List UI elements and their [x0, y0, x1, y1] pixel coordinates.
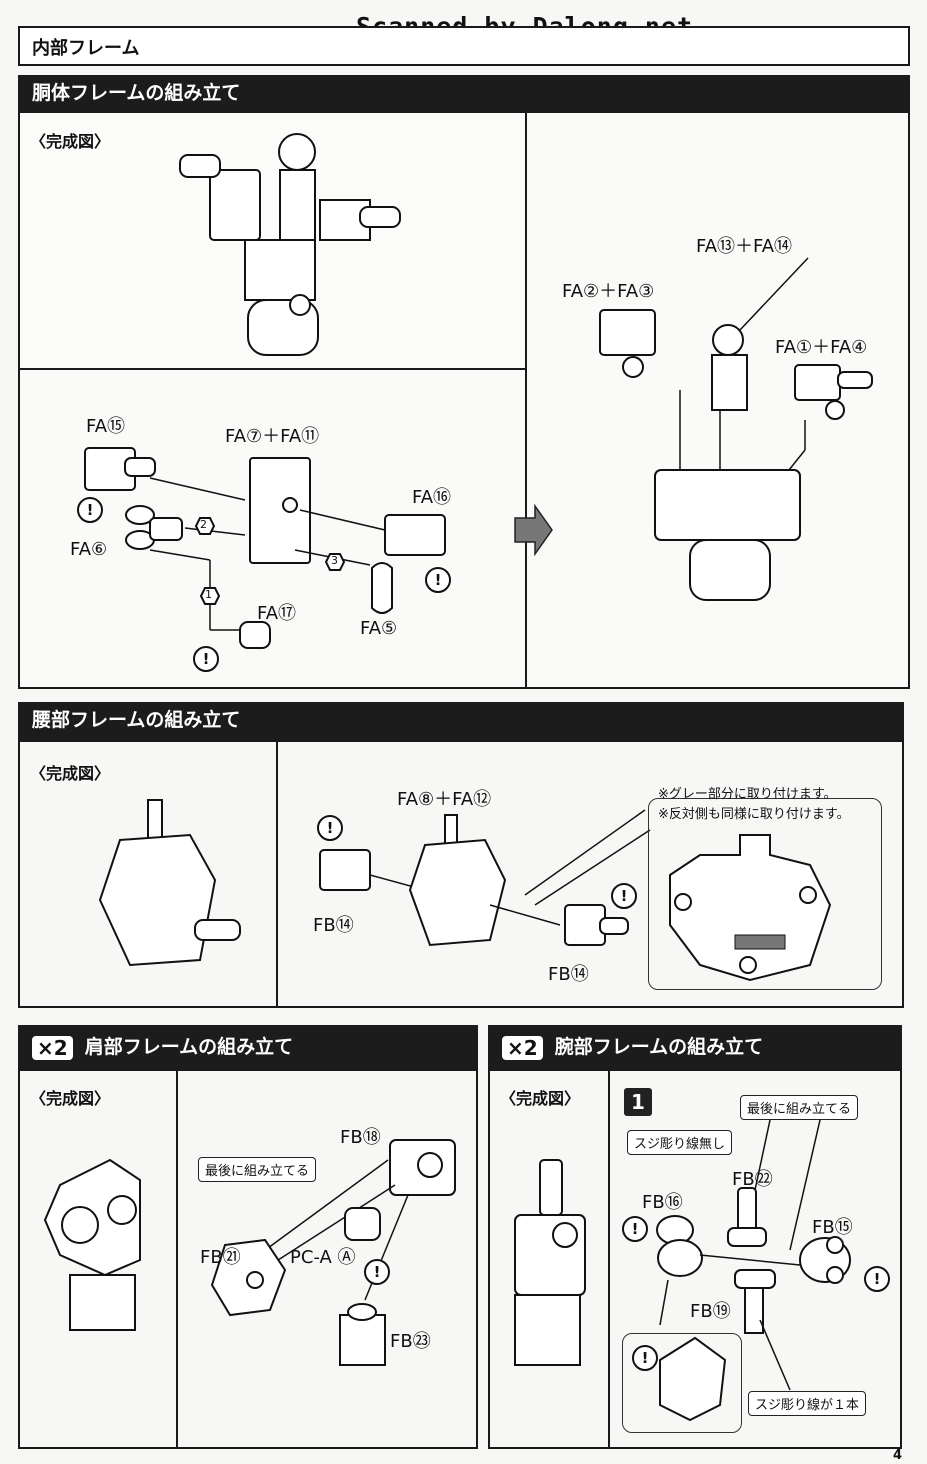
arm-title: 腕部フレームの組み立て [554, 1036, 764, 1058]
page-number: 4 [893, 1448, 903, 1463]
torso-steps-illustration [84, 447, 553, 649]
warning-icon: ! [77, 497, 103, 523]
shoulder-complete-label: 〈完成図〉 [30, 1089, 111, 1108]
warning-icon: ! [864, 1266, 890, 1292]
label-fb22: FB㉒ [732, 1169, 773, 1190]
step-badge-2: 2 [200, 518, 207, 531]
step-badge-3: 3 [331, 554, 338, 567]
label-fa7-fa11: FA⑦＋FA⑪ [225, 426, 320, 447]
warning-icon: ! [622, 1216, 648, 1242]
torso-complete-label: 〈完成図〉 [30, 132, 111, 151]
label-fa16: FA⑯ [412, 487, 452, 508]
label-fa13-fa14: FA⑬＋FA⑭ [696, 236, 793, 257]
shoulder-complete-illustration [43, 1158, 141, 1331]
arm-panel [488, 1069, 902, 1449]
label-fb16: FB⑯ [642, 1192, 683, 1213]
shoulder-divider [176, 1069, 178, 1449]
waist-complete-label: 〈完成図〉 [30, 764, 111, 783]
torso-complete-illustration [179, 133, 401, 356]
torso-title-bar: 胴体フレームの組み立て [18, 75, 910, 111]
arm-step-number: 1 [624, 1088, 652, 1116]
arm-complete-illustration [514, 1159, 586, 1366]
label-pca: PC-A Ⓐ [290, 1247, 356, 1268]
arm-callout-no-line: スジ彫り線無し [627, 1130, 733, 1155]
label-fa6: FA⑥ [70, 539, 108, 560]
waist-note-1: ※グレー部分に取り付けます。 [658, 787, 837, 802]
section-header-box [18, 26, 910, 66]
label-fb15: FB⑮ [812, 1217, 853, 1238]
warning-icon: ! [364, 1259, 390, 1285]
waist-complete-illustration [98, 799, 241, 967]
arm-steps-illustration [656, 1119, 851, 1422]
label-fa5: FA⑤ [360, 618, 398, 639]
label-fb14-right: FB⑭ [548, 964, 589, 985]
warning-icon: ! [317, 815, 343, 841]
section-title: 内部フレーム [32, 38, 140, 59]
shoulder-callout-last: 最後に組み立てる [198, 1157, 317, 1182]
shoulder-title-bar: ×2 肩部フレームの組み立て [18, 1025, 478, 1069]
shoulder-title: 肩部フレームの組み立て [84, 1036, 294, 1058]
label-fb21: FB㉑ [200, 1247, 241, 1268]
waist-title-bar: 腰部フレームの組み立て [18, 702, 904, 740]
label-fb18: FB⑱ [340, 1127, 381, 1148]
waist-detail-box [648, 798, 882, 990]
shoulder-panel [18, 1069, 478, 1449]
arm-divider [608, 1069, 610, 1449]
warning-icon: ! [632, 1345, 658, 1371]
warning-icon: ! [425, 567, 451, 593]
waist-panel [18, 740, 904, 1008]
label-fb23: FB㉓ [390, 1331, 431, 1352]
label-fb14-left: FB⑭ [313, 915, 354, 936]
multiplier-badge: ×2 [32, 1035, 73, 1060]
arm-callout-last: 最後に組み立てる [740, 1095, 859, 1120]
warning-icon: ! [193, 646, 219, 672]
arm-detail-box [622, 1333, 742, 1433]
label-fa17: FA⑰ [257, 603, 297, 624]
arm-title-bar: ×2 腕部フレームの組み立て [488, 1025, 902, 1069]
label-fa2-fa3: FA②＋FA③ [562, 281, 655, 302]
waist-divider [276, 740, 278, 1008]
multiplier-badge: ×2 [502, 1035, 543, 1060]
step-badge-1: 1 [205, 588, 212, 601]
torso-assembled-illustration [599, 257, 873, 601]
shoulder-steps-illustration [210, 1139, 456, 1366]
arm-complete-label: 〈完成図〉 [500, 1089, 581, 1108]
label-fb19: FB⑲ [690, 1301, 731, 1322]
waist-note-2: ※反対側も同様に取り付けます。 [658, 807, 850, 822]
arm-callout-one-line: スジ彫り線が１本 [748, 1391, 867, 1416]
waist-steps-illustration [319, 809, 651, 947]
label-fa8-fa12: FA⑧＋FA⑫ [397, 789, 492, 810]
label-fa15: FA⑮ [86, 416, 126, 437]
waist-detail-illustration [669, 834, 832, 982]
warning-icon: ! [611, 883, 637, 909]
label-fa1-fa4: FA①＋FA④ [775, 337, 868, 358]
